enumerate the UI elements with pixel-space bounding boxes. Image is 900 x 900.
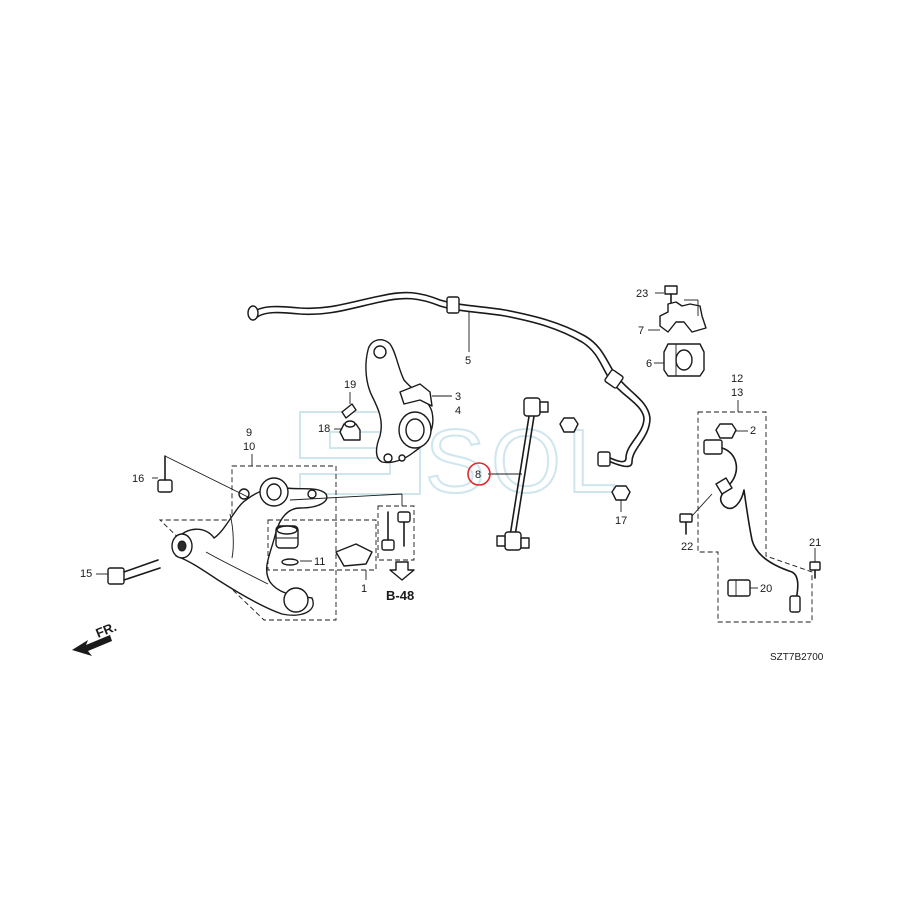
connector-20 — [727, 579, 751, 597]
callout-23: 23 — [636, 288, 648, 300]
callout-9: 9 — [246, 427, 252, 439]
washer-11 — [281, 558, 299, 566]
callout-5: 5 — [465, 355, 471, 367]
nut-17 — [611, 485, 631, 501]
bolt-22 — [679, 513, 693, 535]
front-direction-arrow — [72, 635, 112, 656]
callout-19: 19 — [344, 379, 356, 391]
stabilizer-link-8 — [496, 397, 549, 551]
callout-13: 13 — [731, 387, 743, 399]
sensor-grommet-2 — [715, 423, 737, 439]
callout-11: 11 — [314, 556, 325, 568]
callout-1: 1 — [361, 583, 367, 595]
reference-label: B-48 — [386, 588, 414, 603]
wheel-speed-sensor — [703, 439, 801, 613]
callout-21: 21 — [809, 537, 821, 549]
bolt-15 — [107, 559, 161, 585]
callout-2: 2 — [750, 425, 756, 437]
bolt-16 — [157, 455, 173, 493]
callout-8: 8 — [475, 469, 481, 481]
knuckle — [365, 339, 434, 464]
callout-6: 6 — [646, 358, 652, 370]
nut-18 — [339, 420, 361, 441]
callout-7: 7 — [638, 325, 644, 337]
shield-plate — [335, 543, 373, 567]
callout-22: 22 — [681, 541, 693, 553]
callout-3: 3 — [455, 391, 461, 403]
direction-label: FR. — [94, 619, 119, 641]
bolt-21 — [809, 561, 821, 579]
callout-15: 15 — [80, 568, 92, 580]
stabilizer-bar — [247, 291, 651, 468]
bushing-1 — [275, 525, 299, 549]
callout-10: 10 — [243, 441, 255, 453]
stabilizer-holder-7 — [659, 299, 707, 333]
box-sensor — [697, 411, 813, 623]
clip-19 — [341, 403, 357, 419]
reference-arrow — [389, 561, 415, 581]
lower-arm — [171, 477, 328, 616]
box-bushing — [267, 519, 377, 571]
callout-17: 17 — [615, 515, 627, 527]
callout-16: 16 — [132, 473, 144, 485]
callout-12: 12 — [731, 373, 743, 385]
callout-20: 20 — [760, 583, 772, 595]
link-nut-top — [559, 417, 579, 433]
stabilizer-bushing-6 — [663, 343, 705, 377]
callout-18: 18 — [318, 423, 330, 435]
arm-bolts — [289, 493, 415, 561]
watermark-text: SOL — [425, 412, 623, 512]
highlight-circle — [467, 462, 491, 486]
diagram-code: SZT7B2700 — [770, 652, 824, 663]
callout-4: 4 — [455, 405, 461, 417]
